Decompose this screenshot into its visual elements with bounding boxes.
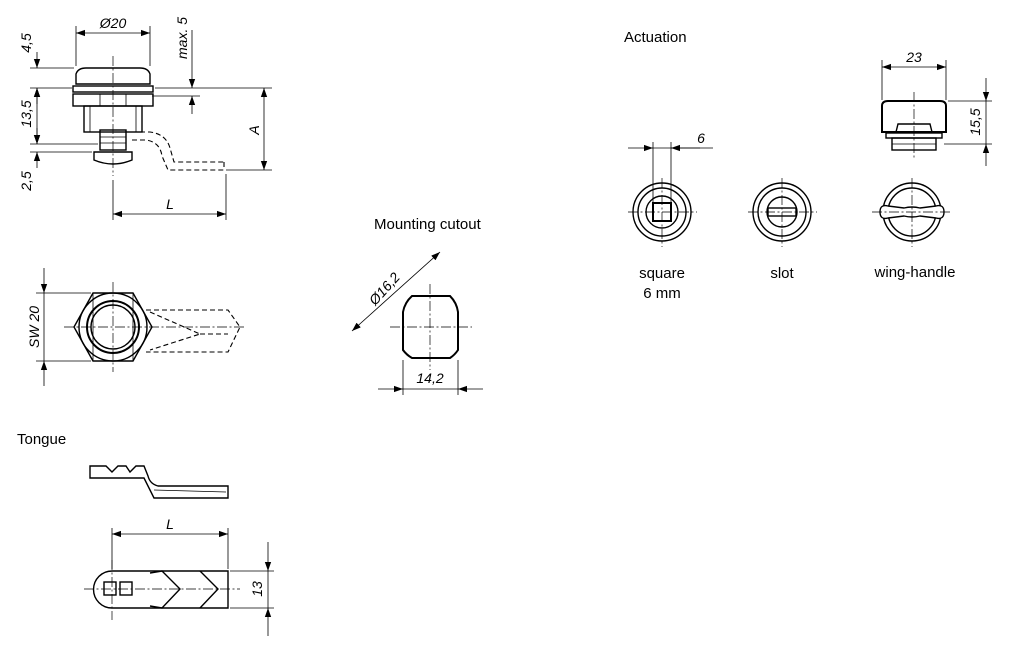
side-view: Ø20 max. 5 4,5 13,5 2,5 A L	[18, 15, 272, 220]
dim-4-5: 4,5	[18, 33, 34, 53]
dim-L-tongue: L	[166, 516, 174, 532]
actuation-square: 6 square 6 mm	[628, 130, 713, 302]
dim-sw-20: SW 20	[26, 306, 42, 348]
actuation-slot: slot	[748, 178, 817, 282]
mounting-cutout: Mounting cutout Ø16,2 14,2	[351, 216, 483, 395]
wing-handle-side-view: 23 15,5	[881, 49, 992, 166]
label-square: square	[639, 265, 685, 282]
tongue: Tongue L 13	[17, 431, 274, 636]
dim-diameter-16-2: Ø16,2	[365, 269, 403, 309]
dim-A: A	[246, 125, 262, 135]
label-slot: slot	[770, 265, 794, 282]
side-view-head	[75, 67, 151, 85]
dim-diameter-20: Ø20	[99, 15, 127, 31]
tongue-top-outline	[92, 570, 229, 609]
dim-L-main: L	[166, 196, 174, 212]
tongue-square-hole-1	[103, 581, 117, 596]
actuation-wing-handle: wing-handle	[872, 178, 955, 281]
title-tongue: Tongue	[17, 431, 66, 448]
dim-width-23: 23	[905, 49, 922, 65]
hex-nut-outer-circle	[78, 292, 148, 362]
side-view-tongue-hidden	[132, 139, 224, 171]
dim-13-5: 13,5	[18, 100, 34, 127]
label-square-size: 6 mm	[643, 285, 681, 302]
top-view: SW 20	[26, 268, 245, 386]
dim-width-14-2: 14,2	[416, 370, 443, 386]
wing-handle-body	[881, 100, 947, 133]
dim-2-5: 2,5	[18, 171, 34, 192]
title-actuation: Actuation	[624, 29, 687, 46]
dim-max-5: max. 5	[174, 17, 190, 59]
dim-square-6: 6	[697, 130, 705, 146]
actuation: Actuation 6 square 6 mm slot	[624, 29, 992, 302]
tongue-square-hole-2	[119, 581, 133, 596]
dim-height-15-5: 15,5	[967, 108, 983, 135]
side-view-screw	[93, 151, 133, 165]
tongue-side-profile	[89, 465, 229, 499]
title-mounting-cutout: Mounting cutout	[374, 216, 482, 233]
label-wing-handle: wing-handle	[874, 264, 956, 281]
dim-height-13: 13	[249, 581, 265, 597]
